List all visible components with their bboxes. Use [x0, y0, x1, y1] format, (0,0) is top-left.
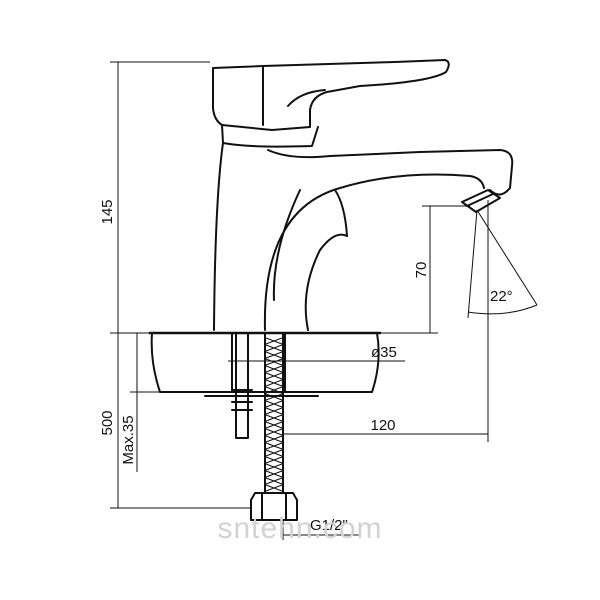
- dim-hole-diameter: ø35: [371, 344, 397, 361]
- dimension-labels: 145 500 Max.35 70 120 ø35 22° G1/2": [99, 199, 513, 534]
- hose-braid-segment: [265, 470, 283, 478]
- dim-max35: Max.35: [120, 415, 137, 464]
- hose-braid-segment: [265, 428, 283, 436]
- spout-top: [267, 149, 514, 196]
- hose-braid-segment: [265, 463, 283, 471]
- watermark: sntehn.com: [217, 512, 382, 545]
- dimension-lines: [110, 61, 538, 540]
- hose-nut: [250, 492, 298, 521]
- hose-braid-segment: [265, 351, 283, 359]
- hose-braid-segment: [265, 442, 283, 450]
- hose-braid-segment: [265, 407, 283, 415]
- hose-braid-segment: [265, 400, 283, 408]
- hose-braid-segment: [265, 456, 283, 464]
- body-column: [213, 142, 224, 331]
- dim-120: 120: [370, 417, 395, 434]
- hose-braid-segment: [265, 421, 283, 429]
- mounting-plate: [204, 391, 319, 397]
- dim-connection: G1/2": [310, 517, 348, 534]
- dim-70: 70: [413, 262, 430, 279]
- hose-braid-segment: [265, 414, 283, 422]
- hose-braid-segment: [265, 393, 283, 401]
- hose-braid-segment: [265, 344, 283, 352]
- hose-braid-segment: [265, 449, 283, 457]
- hose-braid-segment: [265, 386, 283, 394]
- hose-braid-segment: [265, 337, 283, 345]
- dim-145: 145: [99, 199, 116, 224]
- spout-underside: [263, 173, 485, 331]
- mounting-stud: [235, 332, 249, 439]
- hose-braid-segment: [265, 365, 283, 373]
- aerator: [461, 189, 501, 213]
- handle-cap: [221, 124, 319, 148]
- flex-hose: [264, 332, 284, 494]
- dim-angle: 22°: [490, 288, 513, 305]
- faucet-body: [212, 59, 514, 331]
- hose-braid-segment: [265, 372, 283, 380]
- handle-lever: [212, 59, 450, 131]
- hose-braid-segment: [265, 435, 283, 443]
- hose-braid-segment: [265, 477, 283, 485]
- hose-braid-segment: [265, 358, 283, 366]
- mounting-hardware: [204, 332, 319, 521]
- hose-braid-segment: [265, 484, 283, 492]
- dim-500: 500: [99, 410, 116, 435]
- hose-braid-segment: [265, 379, 283, 387]
